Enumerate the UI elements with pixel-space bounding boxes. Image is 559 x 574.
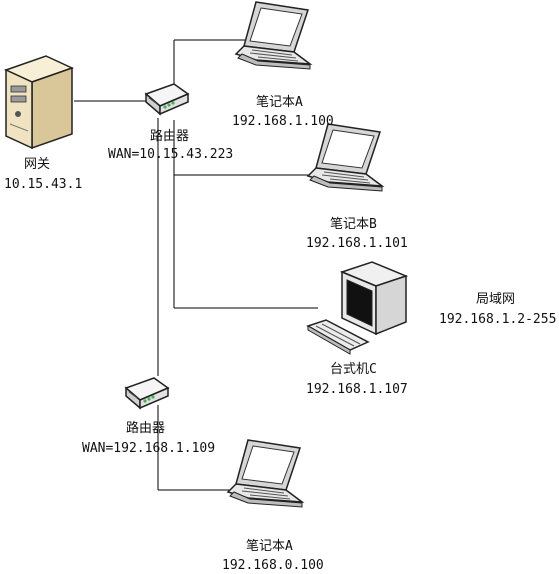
laptop-a2-ip: 192.168.0.100	[222, 558, 324, 573]
laptop-a2-name: 笔记本A	[246, 538, 293, 554]
desktop-computer-icon	[306, 261, 409, 355]
lan-name: 局域网	[476, 292, 515, 307]
laptop-icon	[227, 439, 303, 508]
laptop-b-ip: 192.168.1.101	[306, 236, 408, 251]
laptop-icon	[307, 123, 383, 192]
desktop-c-name: 台式机C	[330, 362, 377, 377]
gateway-ip: 10.15.43.1	[4, 177, 82, 192]
router1-name: 路由器	[150, 128, 189, 144]
laptop-a-name: 笔记本A	[256, 94, 303, 110]
gateway-name: 网关	[24, 157, 50, 172]
laptop-b-name: 笔记本B	[330, 216, 377, 232]
router1-wan: WAN=10.15.43.223	[108, 147, 233, 162]
lan-range: 192.168.1.2-255	[439, 312, 556, 327]
router2-wan: WAN=192.168.1.109	[82, 441, 215, 456]
router-icon	[145, 83, 189, 115]
laptop-a-ip: 192.168.1.100	[232, 114, 334, 129]
laptop-icon	[235, 1, 311, 70]
router2-name: 路由器	[126, 420, 165, 436]
desktop-c-ip: 192.168.1.107	[306, 382, 408, 397]
connection-lines	[74, 39, 318, 491]
server-icon	[4, 55, 74, 150]
router-icon	[125, 377, 169, 409]
